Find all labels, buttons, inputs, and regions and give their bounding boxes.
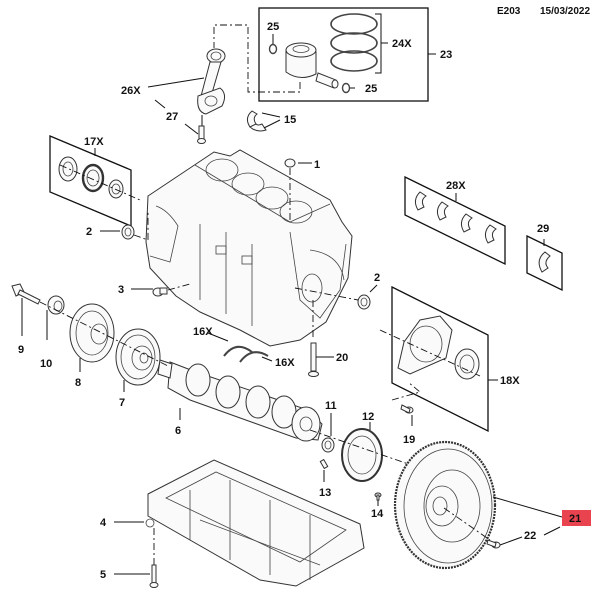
- bearing-kit-28x-frame: [404, 175, 506, 266]
- bearing-kit-29[interactable]: [526, 234, 563, 292]
- damper-pulley[interactable]: [69, 303, 115, 363]
- callout-8[interactable]: 8: [75, 377, 81, 389]
- pulley-hub-washer[interactable]: [47, 295, 65, 315]
- crank-rear-seal[interactable]: [321, 437, 335, 453]
- callout-1[interactable]: 1: [314, 159, 320, 171]
- piston-ring: [330, 13, 378, 35]
- crankshaft[interactable]: [157, 359, 323, 442]
- callout-12[interactable]: 12: [362, 411, 374, 423]
- callout-18x[interactable]: 18X: [500, 375, 520, 387]
- piston-ring: [330, 50, 378, 72]
- conrod-bolt[interactable]: [197, 115, 206, 144]
- rear-seal-frame: [391, 285, 489, 433]
- callout-10[interactable]: 10: [40, 358, 52, 370]
- block-plug[interactable]: [284, 158, 296, 168]
- callout-21-highlight: [562, 510, 591, 526]
- callout-27[interactable]: 27: [166, 111, 178, 123]
- callout-2[interactable]: 2: [374, 272, 380, 284]
- callout-29[interactable]: 29: [537, 223, 549, 235]
- piston-kit-frame: [258, 7, 429, 102]
- piston: [285, 42, 317, 78]
- callout-4[interactable]: 4: [100, 517, 107, 529]
- reluctor-ring[interactable]: [341, 428, 383, 482]
- reluctor-screw[interactable]: [374, 492, 382, 501]
- diagram-code: E203: [497, 6, 521, 17]
- oil-pan-bolt[interactable]: [149, 564, 159, 588]
- flywheel-bolt[interactable]: [486, 539, 501, 549]
- piston-ring: [330, 32, 378, 54]
- callout-28x[interactable]: 28X: [446, 180, 466, 192]
- callout-24x[interactable]: 24X: [392, 38, 412, 50]
- callout-11[interactable]: 11: [325, 400, 337, 412]
- callout-20[interactable]: 20: [336, 352, 348, 364]
- bracket-24x: [375, 13, 388, 74]
- callout-23[interactable]: 23: [440, 49, 452, 61]
- callout-14[interactable]: 14: [371, 508, 384, 520]
- callout-26x[interactable]: 26X: [121, 85, 141, 97]
- flywheel[interactable]: [393, 440, 497, 570]
- callout-16x[interactable]: 16X: [193, 326, 213, 338]
- assembly-line: [213, 24, 301, 93]
- seal-housing-bolt[interactable]: [400, 404, 414, 414]
- bearing-kit-28x[interactable]: [404, 175, 506, 266]
- callout-3[interactable]: 3: [118, 284, 124, 296]
- callout-9[interactable]: 9: [18, 344, 24, 356]
- callout-22[interactable]: 22: [524, 530, 536, 542]
- connecting-rod[interactable]: [197, 48, 226, 115]
- callout-16x[interactable]: 16X: [275, 357, 295, 369]
- callout-2[interactable]: 2: [86, 226, 92, 238]
- callout-5[interactable]: 5: [100, 569, 106, 581]
- bearing-kit-17x[interactable]: [49, 135, 141, 227]
- callout-17x[interactable]: 17X: [84, 136, 104, 148]
- bearing-kit-29-frame: [526, 234, 563, 292]
- rear-seal-kit-18x[interactable]: [379, 285, 489, 433]
- callout-25[interactable]: 25: [267, 21, 279, 33]
- oil-seal-right[interactable]: [357, 294, 371, 310]
- oil-pan[interactable]: [145, 459, 365, 587]
- conrod-bearing-shells[interactable]: [246, 110, 267, 132]
- callout-21[interactable]: 21: [569, 513, 581, 525]
- callout-25[interactable]: 25: [365, 83, 377, 95]
- thrust-washers[interactable]: [223, 345, 269, 363]
- block-bolt-3[interactable]: [152, 287, 168, 297]
- cylinder-block[interactable]: [145, 149, 353, 347]
- callout-13[interactable]: 13: [319, 487, 331, 499]
- callout-6[interactable]: 6: [175, 425, 181, 437]
- main-bearing-bolt[interactable]: [308, 342, 319, 377]
- circlip: [341, 82, 351, 94]
- pulley-bolt[interactable]: [11, 283, 41, 305]
- callout-7[interactable]: 7: [119, 397, 125, 409]
- diagram-date: 15/03/2022: [540, 6, 591, 17]
- piston-kit-group[interactable]: [258, 7, 436, 102]
- circlip: [268, 43, 278, 55]
- oil-seal-left[interactable]: [121, 224, 135, 240]
- crank-pulley[interactable]: [115, 328, 161, 386]
- callout-15[interactable]: 15: [284, 114, 296, 126]
- piston-pin-end: [331, 79, 339, 89]
- dowel-pin[interactable]: [319, 458, 329, 470]
- callout-19[interactable]: 19: [403, 434, 415, 446]
